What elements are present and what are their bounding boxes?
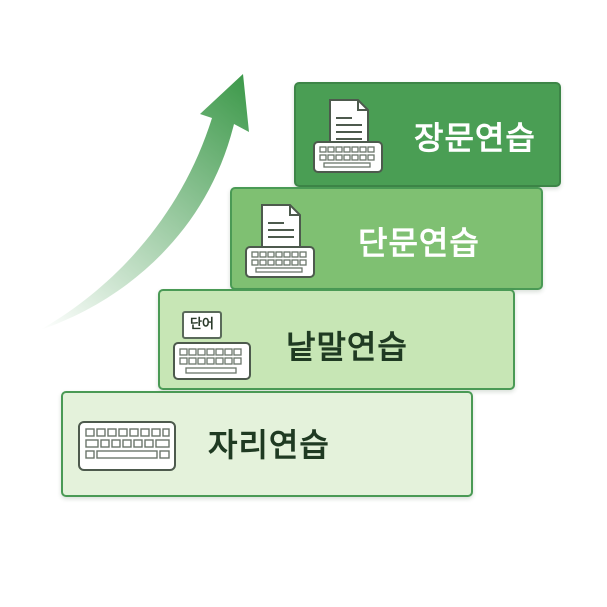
step-label: 장문연습 <box>414 119 536 157</box>
step-short-text-practice[interactable]: 단문연습 <box>230 187 543 290</box>
step-label: 자리연습 <box>208 426 330 464</box>
step-label: 낱말연습 <box>286 328 408 366</box>
step-label: 단문연습 <box>358 224 480 262</box>
document-keyboard-icon <box>245 204 315 278</box>
step-long-text-practice[interactable]: 장문연습 <box>294 82 561 187</box>
keyboard-icon <box>78 421 176 471</box>
keyboard-icon <box>173 342 251 380</box>
word-card-icon: 단어 <box>182 311 222 339</box>
step-home-row-practice[interactable]: 자리연습 <box>61 391 473 497</box>
step-word-practice[interactable]: 단어 낱말연습 <box>158 289 515 390</box>
document-keyboard-icon <box>313 99 383 173</box>
